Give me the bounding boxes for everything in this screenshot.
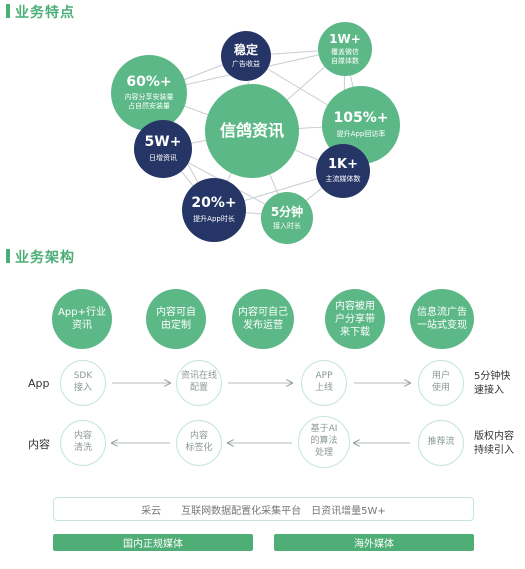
node-20: 20%+ 提升App时长 [182,178,246,242]
center-node-title: 信鸽资讯 [219,121,284,141]
content-row-side-note: 版权内容 持续引入 [474,431,514,456]
node-5w: 5W+ 日增资讯 [134,120,192,178]
node-value: 1W+ [329,31,361,46]
flow-arrows [0,360,525,470]
node-caption: 广告收益 [232,59,260,68]
node-1k: 1K+ 主流媒体数 [316,144,370,198]
feature-pill: 内容被用 户分享带 来下载 [325,289,385,349]
app-step: 资讯在线 配置 [176,360,222,406]
feature-pill: 内容可自 由定制 [146,289,206,349]
node-caption: 提升App时长 [193,214,235,223]
app-step: APP 上线 [301,360,347,406]
node-value: 稳定 [233,42,258,57]
feature-pill: 内容可自己 发布运营 [232,289,294,349]
content-step: 内容 标签化 [176,420,222,466]
row-label-content: 内容 [28,438,50,451]
section-title-architecture: 业务架构 [15,250,75,266]
section-title-bar [6,4,10,18]
node-stable: 稳定 广告收益 [221,31,271,81]
node-60: 60%+ 内容分享安装量 占自然安装量 [111,55,187,131]
platform-bar: 采云 互联网数据配置化采集平台 日资讯增量5W+ [53,497,474,521]
node-value: 1K+ [327,157,358,173]
node-value: 20%+ [191,195,237,212]
node-value: 5分钟 [270,204,304,219]
node-caption: 接入时长 [273,221,301,230]
node-caption: 提升App回访率 [336,130,386,139]
node-value: 105%+ [333,109,389,126]
app-step: SDK 接入 [60,360,106,406]
section-title-features: 业务特点 [15,5,75,21]
media-domestic: 国内正规媒体 [53,534,253,551]
node-caption: 覆盖微信 自媒体数 [331,47,359,65]
feature-pill: 信息流广告 一站式变现 [410,289,474,349]
node-caption: 主流媒体数 [325,174,361,183]
app-row-side-note: 5分钟快 速接入 [474,371,511,396]
node-caption: 日增资讯 [149,153,177,162]
node-5min: 5分钟 接入时长 [261,192,313,244]
media-overseas: 海外媒体 [274,534,474,551]
center-node: 信鸽资讯 [205,84,299,178]
node-caption: 内容分享安装量 占自然安装量 [124,93,174,111]
node-1w: 1W+ 覆盖微信 自媒体数 [318,22,372,76]
content-step: 内容 清洗 [60,420,106,466]
content-step: 推荐流 [418,420,464,466]
content-step: 基于AI 的算法 处理 [298,416,350,468]
node-value: 5W+ [144,134,182,151]
row-label-app: App [28,377,50,390]
node-value: 60%+ [126,74,172,91]
app-step: 用户 使用 [418,360,464,406]
feature-pill: App+行业 资讯 [52,289,112,349]
section-title-bar [6,249,10,263]
